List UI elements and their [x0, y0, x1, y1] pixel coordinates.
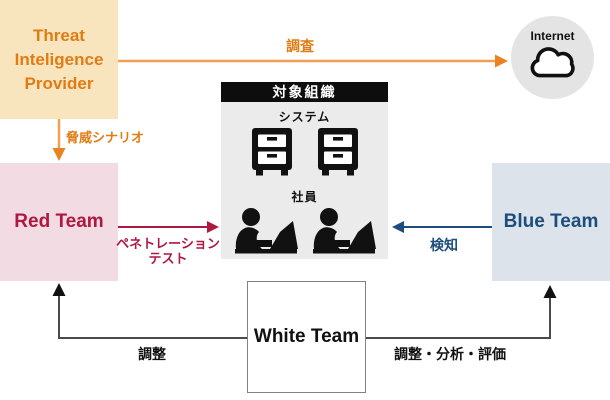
coordination-left-arrow	[52, 283, 247, 339]
cloud-icon	[524, 43, 582, 86]
person-laptop-icon	[310, 207, 378, 260]
detection-edge-label: 検知	[430, 237, 458, 253]
white-team-label: White Team	[253, 326, 360, 347]
pentest-arrow	[118, 221, 219, 233]
server-icon	[317, 128, 359, 181]
threat-scenario-edge-label: 脅威シナリオ	[66, 130, 145, 145]
person-laptop-icon	[232, 207, 300, 260]
internet-label: Internet	[530, 29, 575, 43]
staff-icons-row	[232, 207, 378, 260]
pentest-edge-label: ペネトレーション テスト	[116, 236, 220, 266]
target-organization-title: 対象組織	[221, 82, 388, 102]
detection-arrow	[392, 221, 492, 233]
coordination-left-edge-label: 調整	[138, 346, 166, 362]
threat-scenario-arrow	[52, 119, 66, 161]
red-team-box: Red Team	[0, 163, 118, 281]
survey-arrow	[118, 54, 508, 68]
threat-intelligence-provider-box: Threat Inteligence Provider	[0, 0, 118, 119]
coordination-right-edge-label: 調整・分析・評価	[394, 346, 506, 362]
target-organization-box: 対象組織 システム	[221, 82, 388, 259]
staff-label: 社員	[291, 190, 318, 204]
white-team-box: White Team	[247, 281, 366, 393]
survey-edge-label: 調査	[286, 38, 314, 54]
system-icons-row	[251, 128, 359, 181]
system-label: システム	[278, 110, 331, 124]
threat-provider-label: Threat Inteligence Provider	[14, 25, 104, 93]
blue-team-label: Blue Team	[503, 211, 599, 232]
server-icon	[251, 128, 293, 181]
coordination-right-arrow	[366, 285, 557, 339]
red-team-label: Red Team	[14, 211, 104, 232]
blue-team-box: Blue Team	[492, 163, 610, 281]
internet-node: Internet	[511, 16, 594, 99]
